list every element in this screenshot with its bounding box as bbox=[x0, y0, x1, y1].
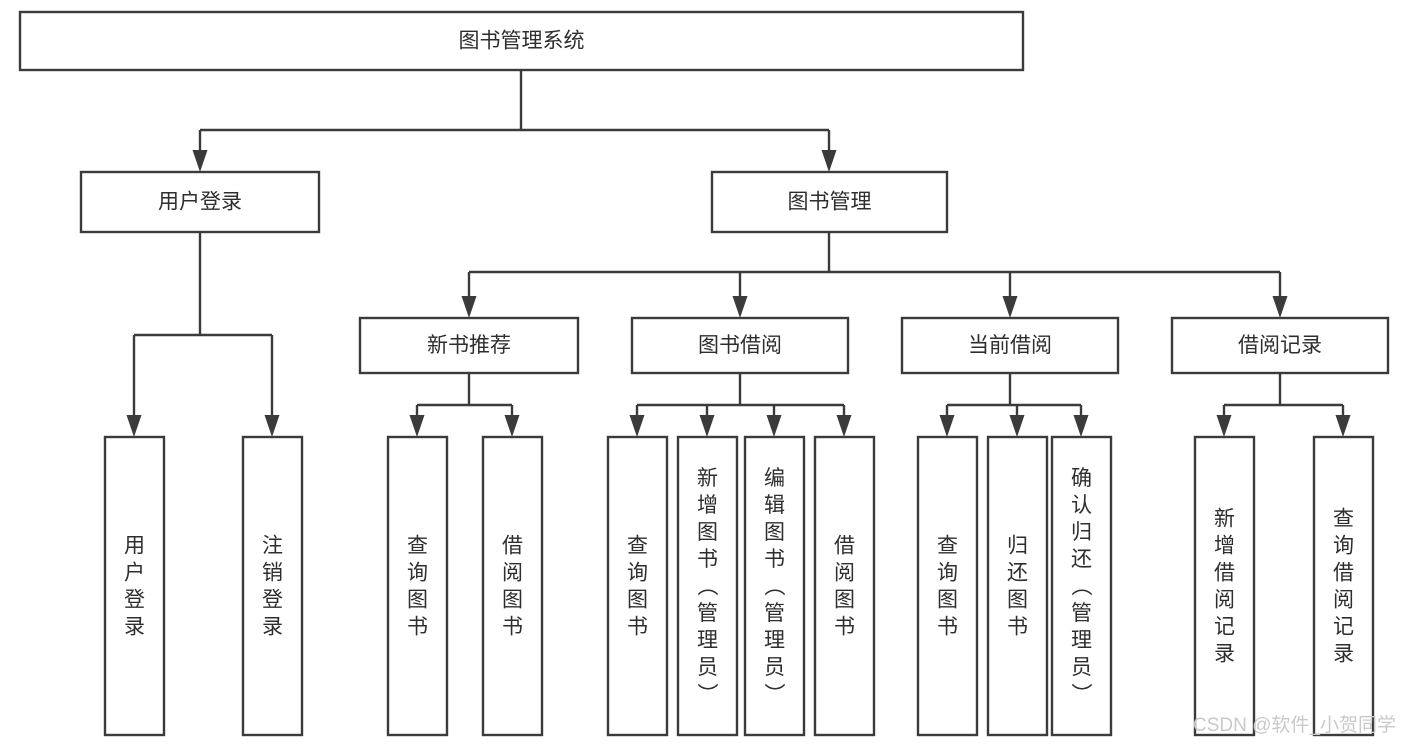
node-root[interactable]: 图书管理系统 bbox=[18, 10, 1025, 72]
arrow-head-icon bbox=[504, 415, 520, 437]
node-label-leaf-borrow-book-2: 借阅图书 bbox=[834, 534, 855, 638]
node-box-borrow-record[interactable] bbox=[1170, 316, 1390, 375]
arrow-head-icon bbox=[629, 415, 645, 437]
node-leaf-query-record[interactable]: 查询借阅记录 bbox=[1312, 435, 1375, 737]
node-leaf-confirm-return[interactable]: 确认归还（管理员） bbox=[1050, 435, 1113, 737]
node-book-manage[interactable]: 图书管理 bbox=[710, 170, 949, 234]
node-label-current-borrow: 当前借阅 bbox=[968, 334, 1052, 357]
node-box-current-borrow[interactable] bbox=[900, 316, 1120, 375]
node-label-leaf-query-book-1: 查询图书 bbox=[407, 534, 428, 638]
arrow-head-icon bbox=[766, 415, 782, 437]
node-leaf-logout[interactable]: 注销登录 bbox=[241, 435, 304, 737]
node-box-leaf-logout[interactable] bbox=[241, 435, 304, 737]
node-leaf-add-record[interactable]: 新增借阅记录 bbox=[1193, 435, 1256, 737]
node-label-leaf-add-record: 新增借阅记录 bbox=[1214, 507, 1235, 665]
node-new-book-rec[interactable]: 新书推荐 bbox=[358, 316, 580, 375]
node-label-user-login: 用户登录 bbox=[158, 191, 242, 214]
node-label-leaf-edit-book: 编辑图书（管理员） bbox=[764, 467, 786, 706]
arrow-head-icon bbox=[1272, 296, 1288, 318]
node-box-leaf-query-book-2[interactable] bbox=[606, 435, 669, 737]
arrow-head-icon bbox=[1216, 415, 1232, 437]
arrow-head-icon bbox=[264, 415, 280, 437]
node-box-book-borrow[interactable] bbox=[630, 316, 850, 375]
node-label-leaf-borrow-book-1: 借阅图书 bbox=[502, 534, 523, 638]
node-box-leaf-query-book-3[interactable] bbox=[916, 435, 979, 737]
node-borrow-record[interactable]: 借阅记录 bbox=[1170, 316, 1390, 375]
connector-bookborrow-to-leaves bbox=[629, 373, 852, 437]
node-label-leaf-add-book: 新增图书（管理员） bbox=[697, 467, 719, 706]
node-box-leaf-add-book[interactable] bbox=[676, 435, 739, 737]
node-box-leaf-edit-book[interactable] bbox=[743, 435, 806, 737]
node-leaf-add-book[interactable]: 新增图书（管理员） bbox=[676, 435, 739, 737]
node-box-leaf-borrow-book-1[interactable] bbox=[481, 435, 544, 737]
arrow-head-icon bbox=[409, 415, 425, 437]
node-label-root: 图书管理系统 bbox=[459, 30, 585, 53]
connector-borrowrecord-to-leaves bbox=[1216, 373, 1351, 437]
node-current-borrow[interactable]: 当前借阅 bbox=[900, 316, 1120, 375]
node-box-root[interactable] bbox=[18, 10, 1025, 72]
node-box-book-manage[interactable] bbox=[710, 170, 949, 234]
connector-root-to-level1 bbox=[192, 70, 837, 172]
connectors-layer bbox=[126, 70, 1351, 437]
node-label-leaf-query-book-2: 查询图书 bbox=[627, 534, 648, 638]
node-leaf-query-book-1[interactable]: 查询图书 bbox=[386, 435, 449, 737]
node-user-login[interactable]: 用户登录 bbox=[79, 170, 321, 234]
arrow-head-icon bbox=[1002, 296, 1018, 318]
node-leaf-borrow-book-1[interactable]: 借阅图书 bbox=[481, 435, 544, 737]
arrow-head-icon bbox=[699, 415, 715, 437]
nodes-layer: 图书管理系统用户登录图书管理新书推荐图书借阅当前借阅借阅记录用户登录注销登录查询… bbox=[18, 10, 1390, 737]
node-label-leaf-query-record: 查询借阅记录 bbox=[1333, 507, 1354, 665]
node-box-leaf-add-record[interactable] bbox=[1193, 435, 1256, 737]
node-label-leaf-return-book: 归还图书 bbox=[1007, 534, 1028, 638]
node-box-user-login[interactable] bbox=[79, 170, 321, 234]
node-label-borrow-record: 借阅记录 bbox=[1238, 334, 1322, 357]
csdn-watermark: CSDN @软件_小贺同学 bbox=[1193, 714, 1396, 736]
node-leaf-query-book-3[interactable]: 查询图书 bbox=[916, 435, 979, 737]
arrow-head-icon bbox=[1335, 415, 1351, 437]
arrow-head-icon bbox=[821, 150, 837, 172]
node-box-leaf-confirm-return[interactable] bbox=[1050, 435, 1113, 737]
node-label-new-book-rec: 新书推荐 bbox=[427, 334, 511, 357]
node-leaf-edit-book[interactable]: 编辑图书（管理员） bbox=[743, 435, 806, 737]
node-label-leaf-user-login: 用户登录 bbox=[124, 534, 145, 638]
node-book-borrow[interactable]: 图书借阅 bbox=[630, 316, 850, 375]
arrow-head-icon bbox=[192, 150, 208, 172]
connector-newbook-to-leaves bbox=[409, 373, 520, 437]
node-box-leaf-user-login[interactable] bbox=[103, 435, 166, 737]
arrow-head-icon bbox=[1073, 415, 1089, 437]
node-label-leaf-query-book-3: 查询图书 bbox=[937, 534, 958, 638]
connector-bookmanage-to-level2 bbox=[461, 232, 1288, 318]
node-box-leaf-borrow-book-2[interactable] bbox=[813, 435, 876, 737]
node-label-leaf-logout: 注销登录 bbox=[262, 534, 283, 638]
node-leaf-return-book[interactable]: 归还图书 bbox=[986, 435, 1049, 737]
node-label-leaf-confirm-return: 确认归还（管理员） bbox=[1071, 467, 1093, 706]
arrow-head-icon bbox=[1009, 415, 1025, 437]
arrow-head-icon bbox=[939, 415, 955, 437]
arrow-head-icon bbox=[732, 296, 748, 318]
arrow-head-icon bbox=[126, 415, 142, 437]
node-box-leaf-query-record[interactable] bbox=[1312, 435, 1375, 737]
node-leaf-query-book-2[interactable]: 查询图书 bbox=[606, 435, 669, 737]
node-leaf-borrow-book-2[interactable]: 借阅图书 bbox=[813, 435, 876, 737]
connector-userlogin-to-leaves bbox=[126, 232, 280, 437]
node-label-book-manage: 图书管理 bbox=[788, 191, 872, 214]
node-leaf-user-login[interactable]: 用户登录 bbox=[103, 435, 166, 737]
node-label-book-borrow: 图书借阅 bbox=[698, 334, 782, 357]
arrow-head-icon bbox=[461, 296, 477, 318]
node-box-leaf-return-book[interactable] bbox=[986, 435, 1049, 737]
node-box-leaf-query-book-1[interactable] bbox=[386, 435, 449, 737]
arrow-head-icon bbox=[836, 415, 852, 437]
connector-currentborrow-to-leaves bbox=[939, 373, 1089, 437]
node-box-new-book-rec[interactable] bbox=[358, 316, 580, 375]
